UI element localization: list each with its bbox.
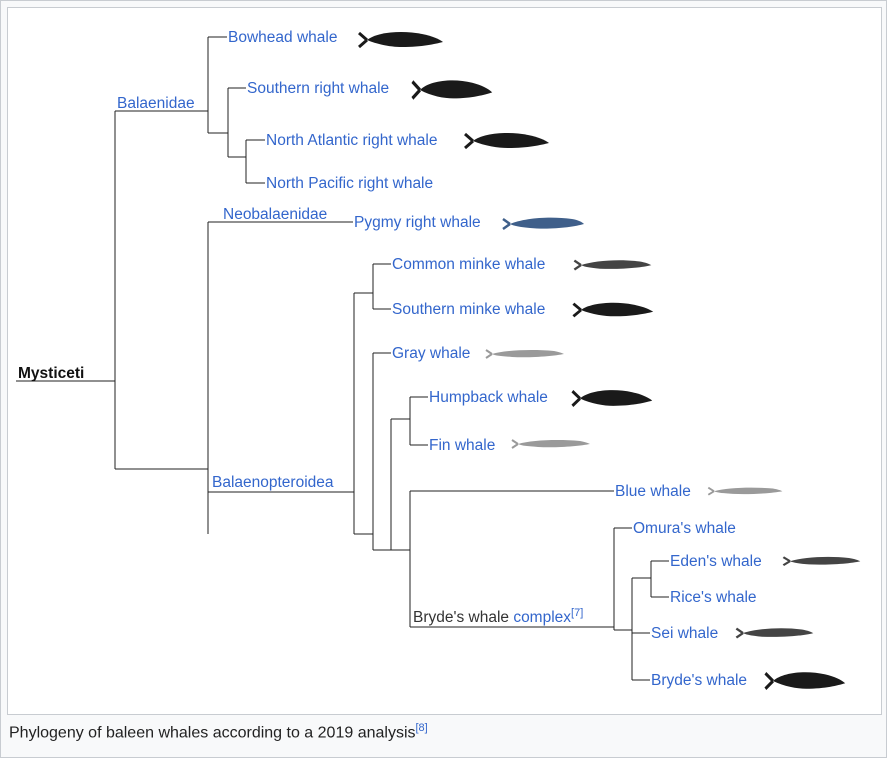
- caption-ref-link[interactable]: [8]: [415, 722, 428, 734]
- caption-ref-sup: [8]: [416, 719, 428, 734]
- southern-right-whale-illustration[interactable]: [410, 78, 495, 101]
- brydes-whale-illustration[interactable]: [763, 670, 847, 691]
- root-label: Mysticeti: [18, 365, 84, 382]
- species-humpback[interactable]: Humpback whale: [429, 389, 548, 406]
- species-pygmy-right[interactable]: Pygmy right whale: [354, 214, 481, 231]
- cladogram-panel: Mysticeti Balaenidae Neobalaenidae Balae…: [7, 7, 882, 715]
- gray-whale-illustration[interactable]: [485, 349, 565, 359]
- species-bowhead[interactable]: Bowhead whale: [228, 29, 337, 46]
- north-atlantic-right-whale-illustration[interactable]: [463, 131, 551, 150]
- species-blue[interactable]: Blue whale: [615, 483, 691, 500]
- pygmy-right-whale-illustration[interactable]: [501, 216, 586, 231]
- bryde-complex-ref[interactable]: [7]: [571, 607, 583, 619]
- blue-whale-illustration[interactable]: [707, 486, 784, 496]
- species-common-minke[interactable]: Common minke whale: [392, 256, 545, 273]
- bryde-complex-label: Bryde's whale complex[7]: [413, 607, 583, 626]
- caption-text: Phylogeny of baleen whales according to …: [9, 724, 416, 742]
- edens-whale-illustration[interactable]: [782, 555, 862, 567]
- species-sei[interactable]: Sei whale: [651, 625, 718, 642]
- species-southern-right[interactable]: Southern right whale: [247, 80, 389, 97]
- cladogram: Mysticeti Balaenidae Neobalaenidae Balae…: [16, 29, 862, 691]
- clade-balaenidae[interactable]: Balaenidae: [117, 95, 195, 112]
- clade-balaenopteroidea[interactable]: Balaenopteroidea: [212, 474, 334, 491]
- species-north-atlantic-right[interactable]: North Atlantic right whale: [266, 132, 437, 149]
- species-rice[interactable]: Rice's whale: [670, 589, 757, 606]
- bowhead-whale-illustration[interactable]: [357, 30, 445, 49]
- clade-neobalaenidae[interactable]: Neobalaenidae: [223, 206, 327, 223]
- species-omura[interactable]: Omura's whale: [633, 520, 736, 537]
- species-bryde[interactable]: Bryde's whale: [651, 672, 747, 689]
- common-minke-whale-illustration[interactable]: [573, 259, 653, 271]
- humpback-whale-illustration[interactable]: [570, 388, 654, 408]
- bryde-complex-link[interactable]: complex: [513, 609, 571, 626]
- species-north-pacific-right[interactable]: North Pacific right whale: [266, 175, 433, 192]
- figure-caption: Phylogeny of baleen whales according to …: [9, 719, 428, 742]
- species-eden[interactable]: Eden's whale: [670, 553, 762, 570]
- species-gray[interactable]: Gray whale: [392, 345, 470, 362]
- sei-whale-illustration[interactable]: [735, 627, 815, 639]
- fin-whale-illustration[interactable]: [511, 439, 591, 449]
- species-southern-minke[interactable]: Southern minke whale: [392, 301, 545, 318]
- species-fin[interactable]: Fin whale: [429, 437, 495, 454]
- tree-lines: [16, 36, 669, 681]
- bryde-complex-prefix: Bryde's whale: [413, 609, 513, 626]
- southern-minke-whale-illustration[interactable]: [571, 301, 655, 318]
